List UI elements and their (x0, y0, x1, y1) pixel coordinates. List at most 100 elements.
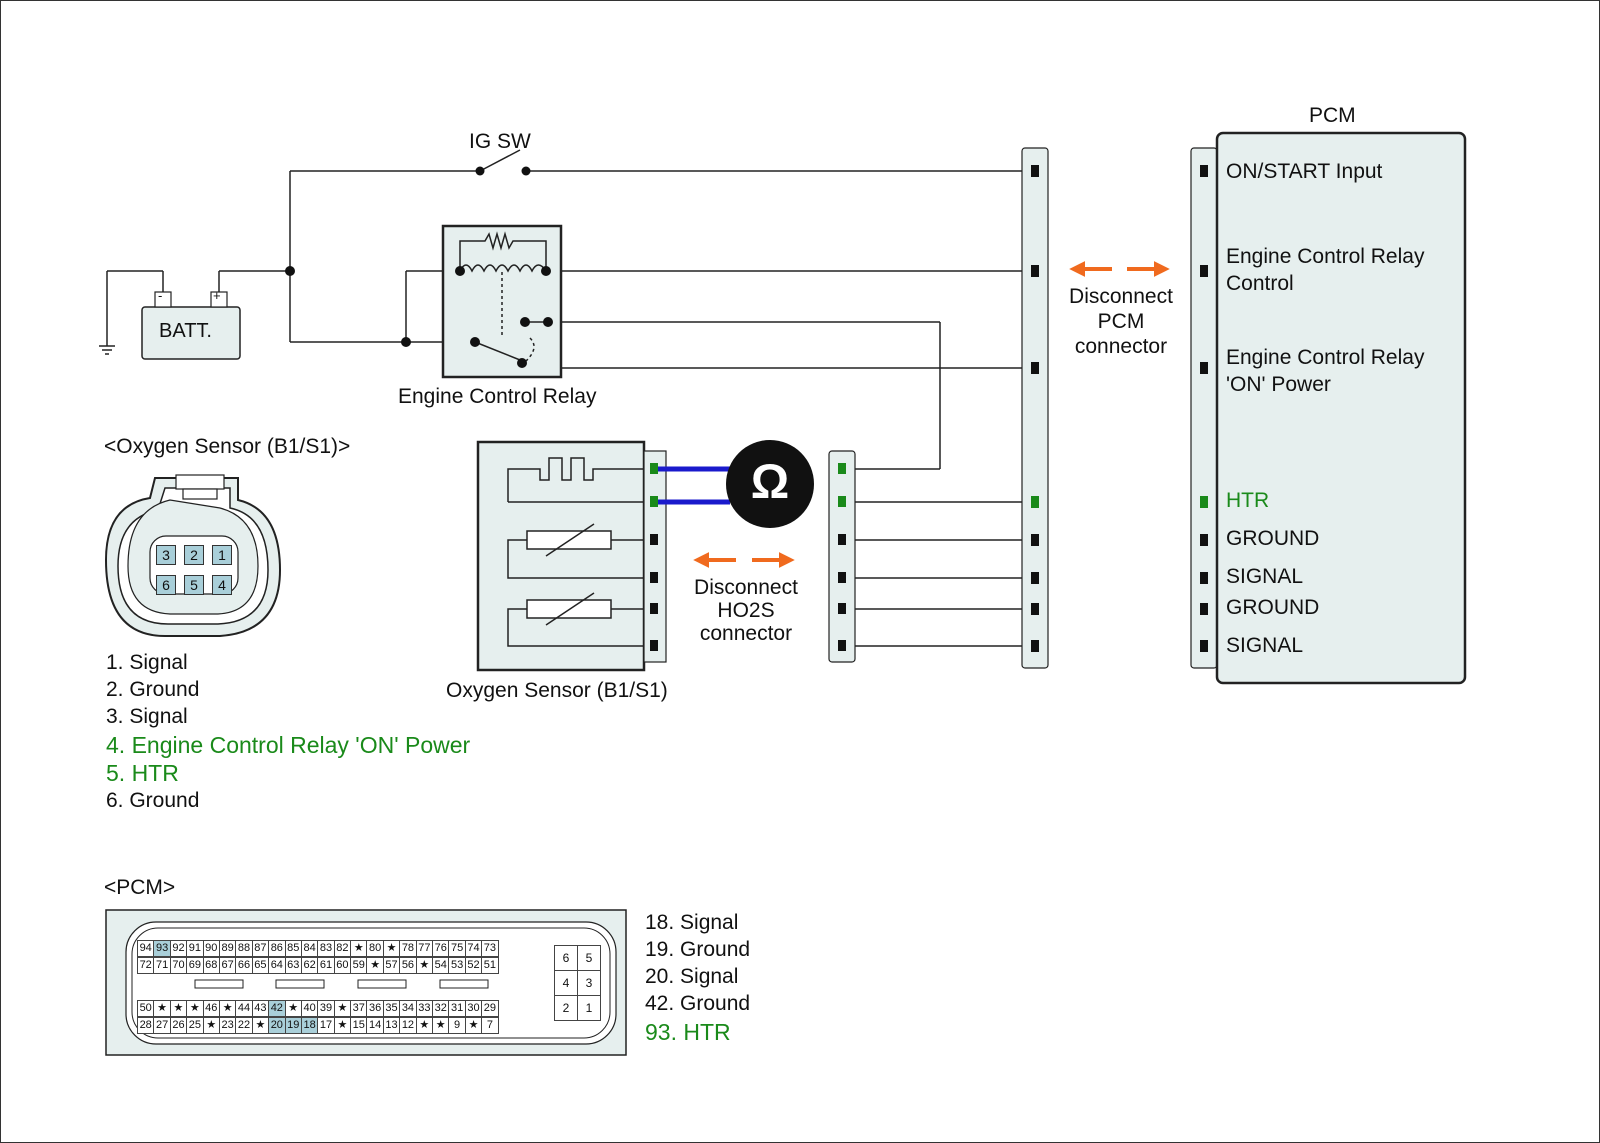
pcm-pin-cell: 33 (415, 1000, 434, 1017)
pcm-title: PCM (1309, 104, 1356, 127)
pcm-pin-cell: 78 (399, 940, 417, 957)
battery-plus: + (213, 288, 221, 303)
pcm-pin-cell: 9 (448, 1017, 466, 1034)
pcm-pin-cell: 84 (300, 940, 319, 957)
wires (289, 170, 1040, 647)
ig-switch-label: IG SW (469, 130, 531, 153)
pcm-pin-cell: 29 (481, 1000, 499, 1017)
sensor-connector-pins: 3 2 1 6 5 4 (156, 545, 236, 595)
pcm-pin-cell: 30 (464, 1000, 483, 1017)
battery-minus: - (158, 288, 163, 303)
pcm-pin-cell: 20 (268, 1017, 286, 1034)
pcm-pin-cell: 60 (333, 957, 352, 974)
pcm-pin-cell: 22 (235, 1017, 253, 1034)
pcm-pin-cell: 83 (317, 940, 335, 957)
pcm-pin-cell: 28 (137, 1017, 155, 1034)
pcm-pin-cell: 23 (218, 1017, 237, 1034)
pcm-pin-list: 18. Signal 19. Ground 20. Signal 42. Gro… (645, 909, 750, 1047)
pcm-pin-cell: ★ (284, 1000, 302, 1017)
disconnect-ho2s-label: Disconnect HO2S connector (685, 576, 807, 645)
pcm-small-pin-cell: 3 (577, 970, 601, 996)
pcm-pin-cell: 76 (432, 940, 450, 957)
battery (141, 270, 290, 360)
pcm-pin-list-item: 42. Ground (645, 992, 751, 1015)
pcm-pin-cell: 93 (153, 940, 171, 957)
pcm-pin-cell: 92 (169, 940, 188, 957)
pcm-pin-ground-2: GROUND (1226, 596, 1320, 619)
pcm-pin-cell: 85 (284, 940, 302, 957)
ohmmeter (658, 440, 814, 528)
pcm-pin-cell: ★ (333, 1000, 352, 1017)
ho2s-sensor-connector (643, 450, 667, 663)
pcm-pin-cell: ★ (366, 957, 384, 974)
sensor-pin-list-item: 5. HTR (106, 760, 179, 786)
disconnect-ho2s-line-2: HO2S (717, 599, 775, 622)
sensor-pin-list-item: 2. Ground (106, 678, 200, 701)
pcm-pin-cell: 26 (169, 1017, 188, 1034)
pcm-pin-ecr-control: Engine Control Relay Control (1226, 245, 1425, 295)
pcm-pin-cell: ★ (186, 1000, 204, 1017)
pcm-pin-cell: 87 (251, 940, 270, 957)
pcm-pin-cell: 88 (235, 940, 253, 957)
pcm-pin-cell: 34 (399, 1000, 417, 1017)
pcm-pin-cell: ★ (218, 1000, 237, 1017)
pcm-small-pin-cell: 5 (577, 945, 601, 971)
sensor-pin-list-item: 6. Ground (106, 789, 200, 812)
pcm-header: <PCM> (104, 876, 176, 899)
pcm-pin-cell: 61 (317, 957, 335, 974)
pcm-pin-cell: 39 (317, 1000, 335, 1017)
ground-symbol (99, 270, 163, 355)
pcm-pin-cell: 35 (382, 1000, 401, 1017)
engine-control-relay-label: Engine Control Relay (398, 385, 597, 408)
pcm-pin-cell: 52 (464, 957, 483, 974)
pcm-pin-cell: 65 (251, 957, 270, 974)
pcm-pin-cell: ★ (382, 940, 401, 957)
disconnect-pcm-label: Disconnect PCM connector (1060, 284, 1182, 359)
pcm-pin-cell: 51 (481, 957, 499, 974)
pcm-pin-cell: 70 (169, 957, 188, 974)
pcm-pin-ground-1: GROUND (1226, 527, 1320, 550)
pcm-pin-cell: 90 (202, 940, 220, 957)
pcm-pin-cell: 19 (284, 1017, 302, 1034)
pcm-pin-cell: ★ (153, 1000, 171, 1017)
pcm-pin-cell: 42 (268, 1000, 286, 1017)
pcm-pin-cell: 59 (350, 957, 368, 974)
pcm-pin-cell: ★ (415, 957, 434, 974)
pcm-pin-cell: ★ (169, 1000, 188, 1017)
pcm-pin-cell: 72 (137, 957, 155, 974)
oxygen-sensor-header: <Oxygen Sensor (B1/S1)> (104, 435, 351, 458)
pcm-pin-list-item: 20. Signal (645, 965, 739, 988)
sensor-pin-3: 3 (156, 545, 176, 565)
sensor-pin-5: 5 (184, 575, 204, 595)
pcm-pin-cell: 7 (481, 1017, 499, 1034)
pcm-pin-cell: 63 (284, 957, 302, 974)
pcm-pin-cell: ★ (350, 940, 368, 957)
sensor-pin-2: 2 (184, 545, 204, 565)
ig-switch (475, 149, 531, 176)
pcm-pin-cell: 50 (137, 1000, 155, 1017)
sensor-pin-list-item: 1. Signal (106, 651, 188, 674)
oxygen-sensor-caption: Oxygen Sensor (B1/S1) (446, 679, 668, 702)
sensor-pin-list-item: 4. Engine Control Relay 'ON' Power (106, 732, 471, 758)
pcm-pin-signal-2: SIGNAL (1226, 634, 1304, 657)
pcm-pin-cell: 74 (464, 940, 483, 957)
battery-label: BATT. (159, 320, 212, 342)
pcm-harness-connector (1021, 147, 1049, 669)
disconnect-ho2s-line-3: connector (699, 622, 793, 645)
pcm-pin-cell: 66 (235, 957, 253, 974)
pcm-pin-cell: ★ (333, 1017, 352, 1034)
pcm-pin-cell: 36 (366, 1000, 384, 1017)
pcm-pin-cell: ★ (464, 1017, 483, 1034)
pcm-grid-gap (138, 974, 499, 1000)
pcm-pin-htr: HTR (1226, 489, 1270, 512)
pcm-pin-cell: 44 (235, 1000, 253, 1017)
pcm-pin-cell: ★ (251, 1017, 270, 1034)
disconnect-pcm-line-2: PCM (1097, 310, 1145, 333)
pcm-module (1190, 131, 1467, 685)
disconnect-pcm-line-1: Disconnect (1069, 285, 1173, 308)
pcm-pin-cell: 43 (251, 1000, 270, 1017)
